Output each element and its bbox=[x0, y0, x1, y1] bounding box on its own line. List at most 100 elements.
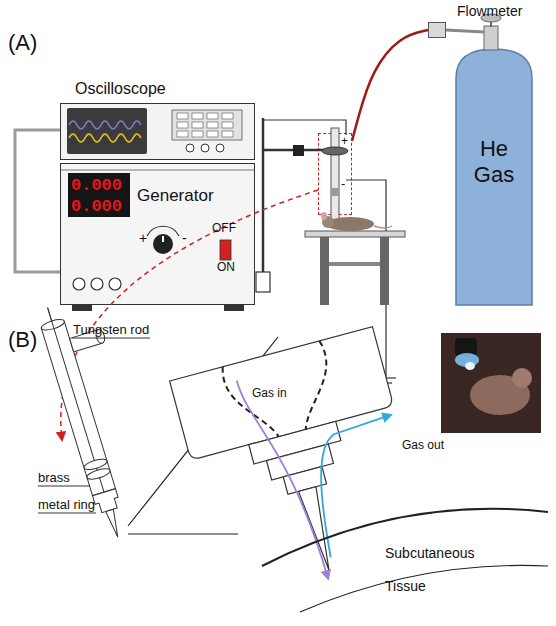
nozzle-enlarged-part bbox=[285, 340, 343, 429]
jet-photo bbox=[441, 333, 541, 433]
zoom-lines bbox=[128, 337, 278, 534]
oscilloscope-detail-part-part bbox=[186, 144, 194, 152]
plasma-jet-electrode-part bbox=[322, 147, 348, 155]
part-label: Gas out bbox=[402, 438, 444, 452]
nozzle-enlarged-part bbox=[299, 487, 338, 573]
node-text: - bbox=[341, 176, 345, 192]
oscilloscope-detail-part-part bbox=[177, 113, 188, 119]
part-label: brass bbox=[38, 470, 70, 486]
nozzle-enlarged-part bbox=[221, 357, 279, 446]
signal-cable bbox=[15, 130, 60, 272]
lab-stand-part bbox=[293, 145, 304, 156]
oscilloscope-detail-part-part bbox=[207, 122, 218, 128]
zoom-arrow bbox=[61, 190, 318, 440]
ground-wire-part bbox=[346, 180, 386, 378]
node-text: OFF bbox=[212, 221, 236, 235]
nozzle-enlarged-part bbox=[170, 327, 394, 461]
generator-box: 0.0000.000Generator+-OFFON bbox=[60, 163, 255, 305]
ground-wire-part bbox=[380, 382, 392, 383]
oscilloscope-detail-part-part bbox=[207, 113, 218, 119]
generator-detail-part bbox=[68, 173, 130, 217]
oscilloscope-detail-part bbox=[186, 144, 224, 152]
skin-surface-part bbox=[262, 509, 548, 566]
electrode-frame: +- bbox=[318, 133, 352, 215]
leader-line-part bbox=[38, 486, 90, 487]
electrode-drawing-part bbox=[93, 489, 122, 514]
generator-detail-part bbox=[61, 170, 254, 171]
part-label: Tissue bbox=[385, 578, 426, 595]
oscilloscope-detail-part bbox=[177, 113, 233, 137]
part-label: Subcutaneous bbox=[385, 545, 475, 562]
node-text: + bbox=[139, 230, 147, 247]
jet-photo-part bbox=[470, 375, 530, 415]
electrode-drawing-part bbox=[106, 509, 122, 538]
gas-valve bbox=[446, 14, 501, 50]
oscilloscope-detail-part-part bbox=[192, 122, 203, 128]
nozzle-enlarged-part bbox=[249, 421, 341, 464]
generator-detail-part-part bbox=[73, 278, 85, 290]
gas-cylinder: He Gas bbox=[455, 48, 533, 306]
oscilloscope-detail-part-part bbox=[222, 122, 233, 128]
lab-stand-part bbox=[256, 272, 270, 292]
electrode-drawing-part bbox=[40, 317, 65, 332]
gas-valve-part bbox=[446, 30, 484, 32]
table-part bbox=[329, 262, 380, 266]
ground-wire-part bbox=[384, 387, 388, 388]
electrode-drawing-part bbox=[41, 321, 115, 495]
oscilloscope-detail-part-part bbox=[222, 131, 233, 137]
generator-detail-part bbox=[220, 240, 231, 260]
mouse-part bbox=[326, 217, 374, 231]
node-text: ON bbox=[217, 260, 235, 274]
generator-detail-part bbox=[162, 236, 164, 242]
cylinder-body bbox=[456, 49, 532, 305]
generator-detail bbox=[61, 170, 254, 311]
part-label: metal ring bbox=[38, 497, 95, 513]
lab-stand bbox=[256, 118, 346, 292]
nozzle-enlarged-part bbox=[283, 466, 326, 494]
oscilloscope-detail-part-part bbox=[207, 131, 218, 137]
plasma-jet-electrode bbox=[322, 128, 348, 220]
node-text: 0.000 bbox=[71, 176, 122, 196]
ground-wire bbox=[346, 180, 396, 388]
node-text: 0.000 bbox=[71, 197, 122, 217]
leader-line bbox=[38, 338, 150, 513]
generator-detail-part-part bbox=[109, 278, 121, 290]
oscilloscope-detail-part bbox=[172, 110, 242, 140]
oscilloscope-detail-part-part bbox=[201, 144, 209, 152]
nozzle-enlarged-part bbox=[299, 415, 422, 557]
part-label: (A) bbox=[8, 30, 37, 56]
table-part bbox=[320, 237, 329, 305]
generator-detail-part bbox=[73, 278, 121, 290]
mouse-part bbox=[374, 226, 392, 228]
zoom-lines-part bbox=[128, 533, 238, 534]
skin-surface-part bbox=[300, 565, 548, 612]
jet-photo-part bbox=[441, 333, 541, 433]
oscilloscope-detail-part-part bbox=[177, 122, 188, 128]
electrode-drawing-part bbox=[83, 457, 108, 472]
part-label: (B) bbox=[8, 327, 37, 353]
oscilloscope-detail-part-part bbox=[222, 113, 233, 119]
gas-tube bbox=[352, 30, 428, 141]
oscilloscope-detail-part bbox=[69, 134, 141, 142]
jet-photo-part bbox=[465, 362, 475, 370]
gas-valve-part bbox=[484, 26, 498, 50]
generator-detail-part bbox=[224, 305, 244, 311]
gas-valve-part bbox=[481, 14, 501, 22]
part-label: Gas in bbox=[252, 386, 287, 400]
leader-line-part bbox=[38, 513, 96, 514]
node-text: - bbox=[182, 230, 187, 247]
mouse-part bbox=[321, 212, 327, 220]
jet-photo-part bbox=[455, 353, 479, 367]
node-text: Oscilloscope bbox=[75, 79, 166, 98]
jet-photo-part bbox=[455, 338, 477, 356]
jet-photo-part bbox=[512, 368, 532, 388]
oscilloscope-detail-part bbox=[69, 121, 141, 129]
node-text: Flowmeter bbox=[457, 3, 522, 20]
generator-detail-part bbox=[72, 305, 92, 311]
lab-stand-part bbox=[263, 149, 330, 152]
oscilloscope-detail-part bbox=[67, 108, 147, 154]
oscilloscope-detail-part-part bbox=[192, 131, 203, 137]
oscilloscope-detail bbox=[67, 108, 242, 154]
